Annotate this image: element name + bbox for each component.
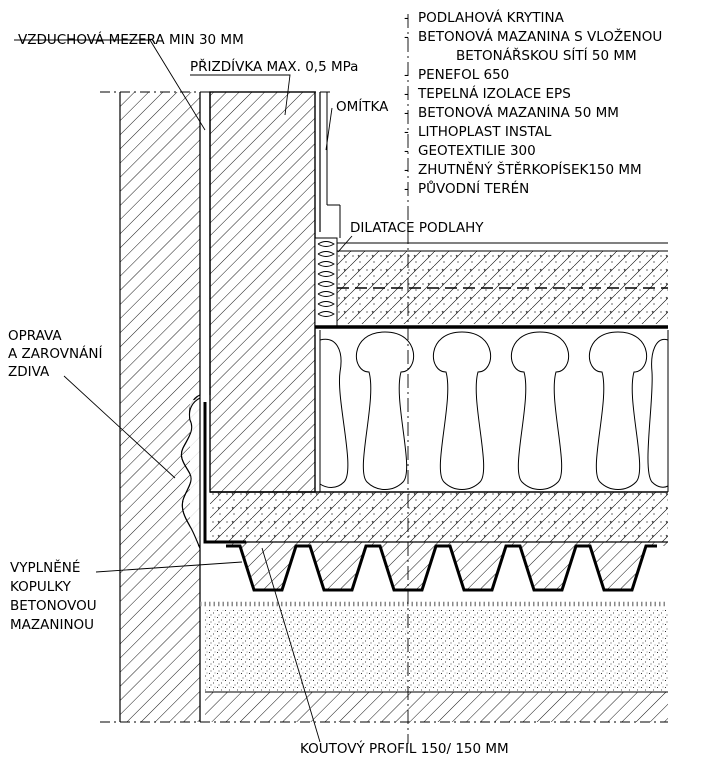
- layer-list: -PODLAHOVÁ KRYTINA-BETONOVÁ MAZANINA S V…: [404, 9, 662, 197]
- lithoplast-domes: [210, 541, 668, 592]
- layer-dash-4: -: [404, 86, 409, 102]
- layer-label-6: LITHOPLAST INSTAL: [418, 124, 552, 140]
- repair-label-3: ZDIVA: [8, 364, 50, 380]
- layer-label-8: ZHUTNĚNÝ ŠTĚRKOPÍSEK150 MM: [418, 160, 642, 178]
- brick-lining-wall: [209, 91, 316, 493]
- layer-label-2: BETONÁŘSKOU SÍTÍ 50 MM: [456, 47, 637, 64]
- plaster-layer: [319, 92, 341, 238]
- layer-label-3: PENEFOL 650: [418, 67, 509, 83]
- floor-covering: [337, 242, 668, 252]
- repair-label-1: OPRAVA: [8, 328, 62, 344]
- leader-lines: [14, 39, 353, 743]
- layer-label-4: TEPELNÁ IZOLACE EPS: [417, 85, 571, 102]
- compacted-gravel: [205, 610, 668, 693]
- layer-dash-7: -: [404, 143, 409, 159]
- layer-label-1: BETONOVÁ MAZANINA S VLOŽENOU: [418, 27, 662, 45]
- eps-insulation: [319, 330, 669, 492]
- filled-domes-label-2: KOPULKY: [10, 579, 72, 595]
- layer-dash-6: -: [404, 124, 409, 140]
- concrete-base: [210, 491, 668, 542]
- layer-dash-0: -: [404, 10, 409, 26]
- expansion-joint-label: DILATACE PODLAHY: [350, 220, 484, 236]
- layer-dash-9: -: [404, 181, 409, 197]
- plaster-label: OMÍTKA: [336, 98, 389, 115]
- wall-repair-fill: [190, 400, 200, 545]
- layer-label-9: PŮVODNÍ TERÉN: [418, 179, 529, 197]
- layer-label-5: BETONOVÁ MAZANINA 50 MM: [418, 104, 619, 121]
- air-gap-label: VZDUCHOVÁ MEZERA MIN 30 MM: [18, 31, 244, 48]
- repair-label-2: A ZAROVNÁNÍ: [8, 345, 102, 362]
- reinforced-screed: [337, 251, 668, 324]
- filled-domes-label-4: MAZANINOU: [10, 617, 94, 633]
- brick-wall-label: PŘIZDÍVKA MAX. 0,5 MPa: [190, 58, 358, 75]
- layer-dash-5: -: [404, 105, 409, 121]
- layer-label-7: GEOTEXTILIE 300: [418, 143, 536, 159]
- existing-wall: [100, 91, 330, 723]
- layer-dash-8: -: [404, 162, 409, 178]
- corner-profile-label: KOUTOVÝ PROFIL 150/ 150 MM: [300, 740, 509, 757]
- layer-dash-1: -: [404, 29, 409, 45]
- layer-dash-3: -: [404, 67, 409, 83]
- expansion-joint: [314, 237, 338, 327]
- layer-label-0: PODLAHOVÁ KRYTINA: [418, 9, 565, 26]
- filled-domes-label-1: VYPLNĚNÉ: [10, 559, 80, 576]
- filled-domes-label-3: BETONOVOU: [10, 598, 97, 614]
- annotation-labels: VZDUCHOVÁ MEZERA MIN 30 MM PŘIZDÍVKA MAX…: [8, 31, 509, 757]
- original-terrain: [200, 692, 668, 723]
- wall-repair-edge: [180, 397, 201, 549]
